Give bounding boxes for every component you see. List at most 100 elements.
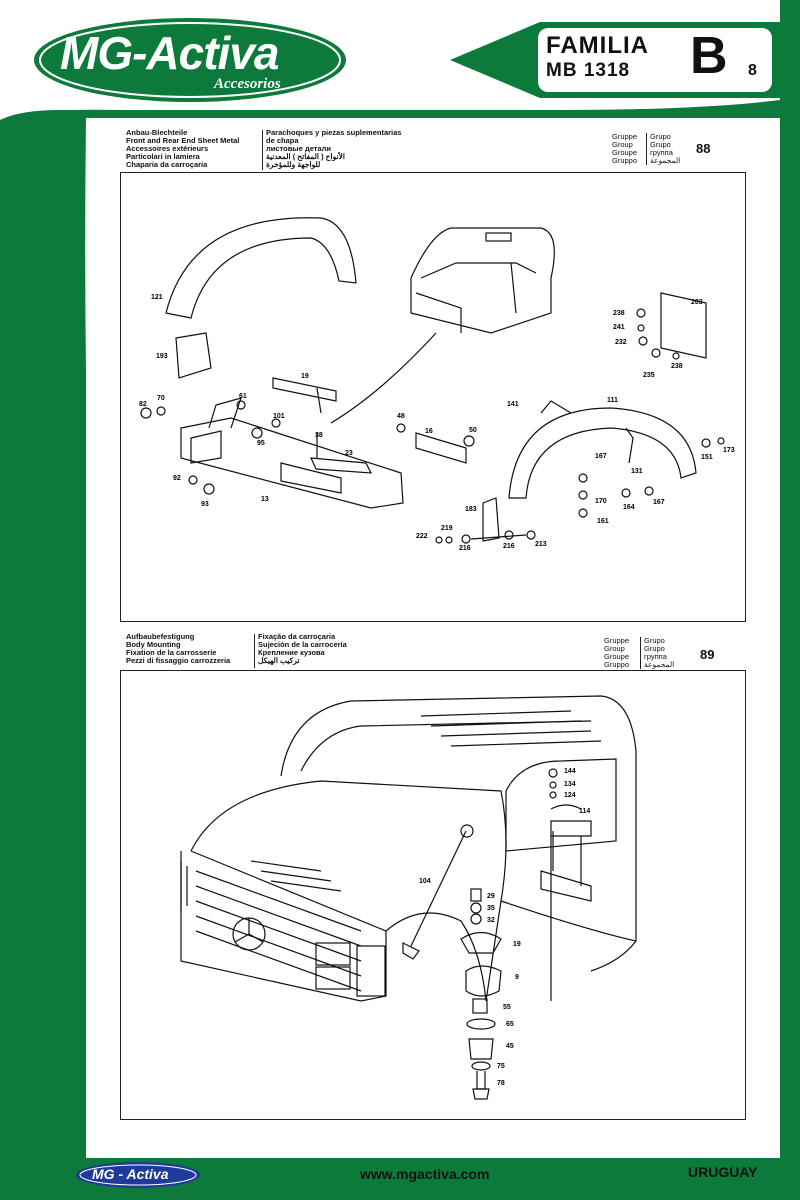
part-label: 23: [345, 450, 353, 457]
header-line: Parachoques y piezas suplementarias: [266, 128, 402, 137]
header-separator: [646, 133, 647, 165]
section2-group-labels-2: Grupo Grupo группа المجموعة: [644, 637, 674, 669]
section1-mid-header: Parachoques y piezas suplementarias de c…: [266, 129, 401, 169]
part-label: 45: [506, 1043, 514, 1050]
header-line: Aufbaubefestigung: [126, 632, 195, 641]
part-label: 235: [643, 372, 655, 379]
part-label: 111: [607, 397, 618, 404]
header-line: Particolari in lamiera: [126, 152, 200, 161]
part-label: 219: [441, 525, 453, 532]
family-number: 8: [748, 62, 757, 79]
part-label: 35: [487, 905, 495, 912]
part-label: 78: [497, 1080, 505, 1087]
group-label: Grupo: [650, 132, 671, 141]
header-line: Chaparia da carroçaria: [126, 160, 208, 169]
part-label: 134: [564, 781, 576, 788]
part-label: 101: [273, 413, 285, 420]
part-label: 55: [503, 1004, 511, 1011]
group-label: المجموعة: [650, 156, 681, 165]
family-label: FAMILIA: [546, 32, 649, 59]
group-label: المجموعة: [644, 660, 675, 669]
group-label: группа: [644, 652, 667, 661]
part-label: 61: [239, 393, 247, 400]
section2-group-labels: Gruppe Group Groupe Gruppo: [604, 637, 629, 669]
header-line: Body Mounting: [126, 640, 181, 649]
group-label: Grupo: [650, 140, 671, 149]
header-line: تركيب الهيكل: [258, 656, 300, 665]
section1-group-labels: Gruppe Group Groupe Gruppo: [612, 133, 637, 165]
section1-left-header: Anbau-Blechteile Front and Rear End Shee…: [126, 129, 239, 169]
part-label: 65: [506, 1021, 514, 1028]
family-badge-shape: [450, 22, 780, 98]
section2-left-header: Aufbaubefestigung Body Mounting Fixation…: [126, 633, 230, 665]
header-separator: [254, 634, 255, 668]
group-label: Groupe: [604, 652, 630, 661]
part-label: 38: [315, 432, 323, 439]
header-line: للواجهة وللمؤخرة: [266, 160, 321, 169]
group-label: Gruppe: [612, 132, 638, 141]
group-label: Gruppo: [604, 660, 630, 669]
part-label: 241: [613, 324, 625, 331]
header-line: Fixação da carroçaria: [258, 632, 336, 641]
part-label: 232: [615, 339, 627, 346]
part-label: 144: [564, 768, 576, 775]
header-line: de chapa: [266, 136, 299, 145]
part-label: 131: [631, 468, 643, 475]
part-label: 70: [157, 395, 165, 402]
part-label: 32: [487, 917, 495, 924]
part-label: 167: [653, 499, 665, 506]
part-label: 50: [469, 427, 477, 434]
header-line: Front and Rear End Sheet Metal: [126, 136, 240, 145]
exploded-view-sheet-metal: [140, 217, 725, 544]
part-label: 238: [671, 363, 683, 370]
part-label: 82: [139, 401, 147, 408]
footer-country: URUGUAY: [688, 1164, 758, 1180]
part-label: 238: [613, 310, 625, 317]
part-label: 141: [507, 401, 519, 408]
part-label: 104: [419, 878, 431, 885]
header-separator: [262, 130, 263, 170]
footer-url[interactable]: www.mgactiva.com: [360, 1166, 490, 1182]
part-label: 193: [156, 353, 168, 360]
part-label: 151: [701, 454, 713, 461]
part-label: 9: [515, 974, 519, 981]
header-line: Крепление кузова: [258, 648, 325, 657]
section1-group-labels-2: Grupo Grupo группа المجموعة: [650, 133, 680, 165]
mg-activa-logo: [34, 18, 346, 102]
section2-mid-header: Fixação da carroçaria Sujeción de la car…: [258, 633, 347, 665]
part-label: 170: [595, 498, 607, 505]
part-label: 121: [151, 294, 163, 301]
diagram-88-frame: 121 193 19 61 82 70 101 95 38 23 48 16 5…: [120, 172, 746, 622]
part-label: 213: [535, 541, 547, 548]
footer-logo-badge: [76, 1162, 200, 1188]
part-label: 222: [416, 533, 428, 540]
part-label: 95: [257, 440, 265, 447]
header-separator: [640, 637, 641, 669]
group-label: Grupo: [644, 636, 665, 645]
group-label: Group: [604, 644, 625, 653]
group-label: группа: [650, 148, 673, 157]
part-label: 48: [397, 413, 405, 420]
brand-tagline: Accesorios: [214, 76, 281, 92]
part-label: 16: [425, 428, 433, 435]
group-label: Gruppo: [612, 156, 638, 165]
part-label: 173: [723, 447, 735, 454]
header-line: الأنواح ( المفاتح ) المعدنية: [266, 152, 345, 161]
part-label: 13: [261, 496, 269, 503]
part-label: 124: [564, 792, 576, 799]
part-label: 203: [691, 299, 703, 306]
footer-brand-name: MG - Activa: [92, 1166, 169, 1182]
part-label: 19: [513, 941, 521, 948]
part-label: 167: [595, 453, 607, 460]
diagram-89-frame: 144 134 124 114 104 29 35 32 19 9 55 65 …: [120, 670, 746, 1120]
section1-group-number: 88: [696, 141, 711, 156]
group-label: Grupo: [644, 644, 665, 653]
brand-name: MG-Activa: [60, 27, 279, 79]
header-line: Sujeción de la carrocería: [258, 640, 347, 649]
part-label: 183: [465, 506, 477, 513]
part-label: 92: [173, 475, 181, 482]
group-label: Group: [612, 140, 633, 149]
header-line: Pezzi di fissaggio carrozzeria: [126, 656, 231, 665]
cab-body-mounting-view: [180, 695, 637, 1100]
part-label: 164: [623, 504, 635, 511]
